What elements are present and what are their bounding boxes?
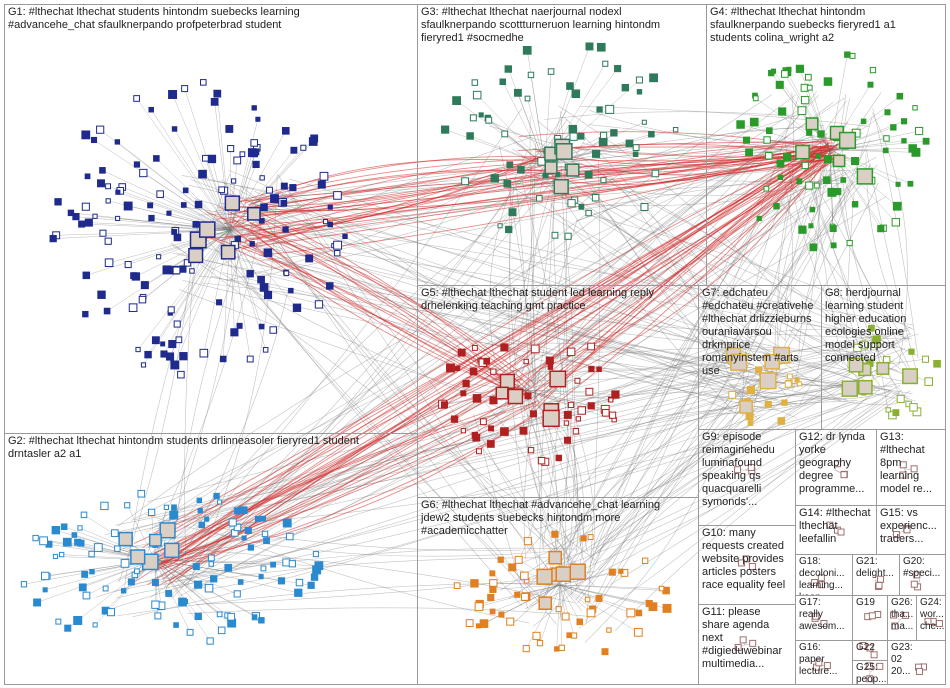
group-label-g25: G25: peop... <box>856 662 885 685</box>
group-box-g12: G12: dr lynda yorke geography degree pro… <box>795 429 877 506</box>
group-box-g2: G2: #lthechat lthechat hintondm students… <box>4 433 418 685</box>
group-label-g7: G7: edchateu #edchateu #creativehe #lthe… <box>702 287 819 378</box>
group-label-g19: G19 <box>856 597 885 609</box>
group-box-g20: G20: #speci... <box>899 554 946 596</box>
group-box-g10: G10: many requests created website provi… <box>698 525 796 605</box>
group-label-g26: G26: tha... ma... <box>891 597 914 633</box>
group-box-g5: G5: #lthechat lthechat student led learn… <box>417 285 699 498</box>
group-label-g16: G16: paper lecture... <box>799 642 850 678</box>
group-box-g1: G1: #lthechat lthechat students hintondm… <box>4 4 418 434</box>
group-label-g2: G2: #lthechat lthechat hintondm students… <box>8 435 415 461</box>
group-box-g22: G22 <box>852 640 888 661</box>
group-box-g4: G4: #lthechat lthechat hintondm sfaulkne… <box>706 4 946 286</box>
group-label-g4: G4: #lthechat lthechat hintondm sfaulkne… <box>710 6 943 45</box>
group-label-g15: G15: vs experienc... traders... <box>880 507 943 546</box>
group-box-g17: G17: really awesom... <box>795 595 853 641</box>
group-label-g21: G21: delight... <box>856 556 897 580</box>
group-label-g8: G8: herdjournal learning student higher … <box>825 287 943 365</box>
group-label-g18: G18: decoloni... learning... keep... <box>799 556 850 596</box>
group-label-g5: G5: #lthechat lthechat student led learn… <box>421 287 696 313</box>
group-box-g16: G16: paper lecture... <box>795 640 853 685</box>
group-box-g19: G19 <box>852 595 888 641</box>
group-label-g10: G10: many requests created website provi… <box>702 527 793 592</box>
group-box-g26: G26: tha... ma... <box>887 595 917 641</box>
group-label-g11: G11: please share agenda next #digieduwe… <box>702 606 793 671</box>
group-box-g6: G6: #lthechat lthechat #advancehe_chat l… <box>417 497 699 685</box>
group-label-g13: G13: #lthechat 8pm learning model re... <box>880 431 943 496</box>
group-label-g3: G3: #lthechat lthechat naerjournal nodex… <box>421 6 704 45</box>
group-box-g24: G24: wor... che... <box>916 595 946 641</box>
group-box-g7: G7: edchateu #edchateu #creativehe #lthe… <box>698 285 822 430</box>
group-box-g11: G11: please share agenda next #digieduwe… <box>698 604 796 685</box>
group-label-g24: G24: wor... che... <box>920 597 943 633</box>
group-box-g9: G9: episode reimaginehedu luminafound sp… <box>698 429 796 526</box>
group-label-g17: G17: really awesom... <box>799 597 850 633</box>
group-label-g14: G14: #lthechat lthechat leefallin <box>799 507 874 546</box>
group-label-g22: G22 <box>856 642 885 654</box>
group-box-g8: G8: herdjournal learning student higher … <box>821 285 946 430</box>
group-label-g9: G9: episode reimaginehedu luminafound sp… <box>702 431 793 509</box>
group-label-g12: G12: dr lynda yorke geography degree pro… <box>799 431 874 496</box>
group-box-g14: G14: #lthechat lthechat leefallin <box>795 505 877 555</box>
group-box-g15: G15: vs experienc... traders... <box>876 505 946 555</box>
group-label-g23: G23: 02 20... <box>891 642 943 678</box>
group-box-g18: G18: decoloni... learning... keep... <box>795 554 853 596</box>
group-label-g6: G6: #lthechat lthechat #advancehe_chat l… <box>421 499 696 538</box>
group-box-g3: G3: #lthechat lthechat naerjournal nodex… <box>417 4 707 286</box>
group-label-g20: G20: #speci... <box>903 556 943 580</box>
group-box-g13: G13: #lthechat 8pm learning model re... <box>876 429 946 506</box>
group-box-g25: G25: peop... <box>852 660 888 685</box>
group-box-g21: G21: delight... <box>852 554 900 596</box>
group-label-g1: G1: #lthechat lthechat students hintondm… <box>8 6 415 32</box>
group-box-g23: G23: 02 20... <box>887 640 946 685</box>
